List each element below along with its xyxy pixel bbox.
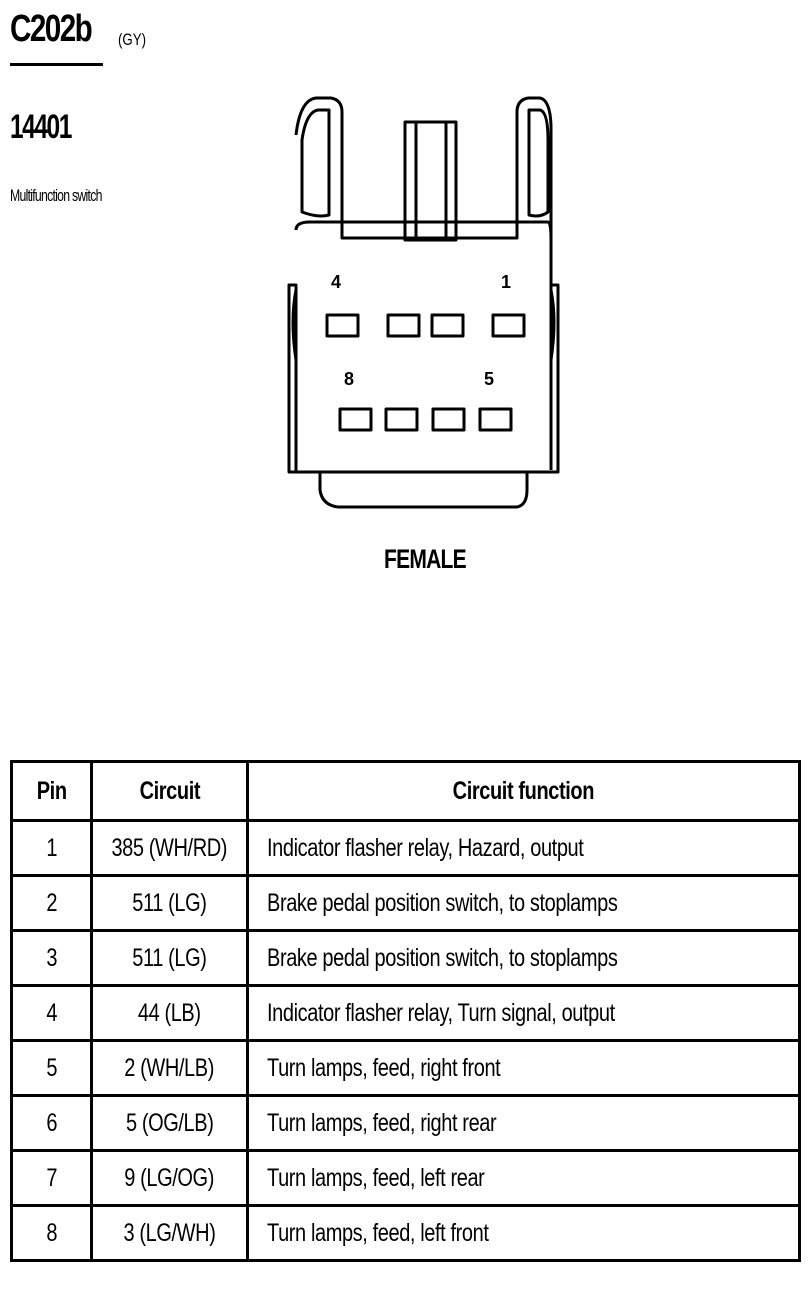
circuit-cell: 44 (LB): [90, 984, 249, 1042]
function-cell: Brake pedal position switch, to stoplamp…: [246, 874, 801, 932]
table-row: 3 511 (LG) Brake pedal position switch, …: [10, 929, 801, 987]
pin-cell: 6: [10, 1094, 93, 1152]
circuit-cell: 2 (WH/LB): [90, 1039, 249, 1097]
table-row: 4 44 (LB) Indicator flasher relay, Turn …: [10, 984, 801, 1042]
pin-cell: 5: [10, 1039, 93, 1097]
title-underline: [10, 63, 103, 66]
circuit-cell: 511 (LG): [90, 874, 249, 932]
pin-cell: 8: [10, 1204, 93, 1262]
connector-face-diagram: 4 1 8 5: [287, 96, 560, 509]
function-cell: Turn lamps, feed, left rear: [246, 1149, 801, 1207]
connector-color-code: (GY): [118, 30, 146, 49]
pin-label-bottom-right: 5: [484, 369, 494, 389]
circuit-cell: 3 (LG/WH): [90, 1204, 249, 1262]
pin-label-top-right: 1: [501, 272, 511, 292]
pin-cell: 1: [10, 819, 93, 877]
left-latch-arm: [300, 108, 331, 218]
table-row: 5 2 (WH/LB) Turn lamps, feed, right fron…: [10, 1039, 801, 1097]
function-cell: Turn lamps, feed, right front: [246, 1039, 801, 1097]
terminal-cavity-3: [386, 313, 421, 338]
circuit-cell: 385 (WH/RD): [90, 819, 249, 877]
circuit-cell: 5 (OG/LB): [90, 1094, 249, 1152]
connector-bottom-skirt: [318, 472, 529, 509]
connector-housing-outline: [287, 96, 560, 474]
part-number: 14401: [10, 108, 72, 146]
table-row: 6 5 (OG/LB) Turn lamps, feed, right rear: [10, 1094, 801, 1152]
pin-cell: 2: [10, 874, 93, 932]
header-pin: Pin: [10, 760, 93, 822]
header-circuit: Circuit: [90, 760, 249, 822]
pin-cell: 3: [10, 929, 93, 987]
circuit-cell: 511 (LG): [90, 929, 249, 987]
terminal-cavity-7: [384, 407, 419, 432]
function-cell: Indicator flasher relay, Turn signal, ou…: [246, 984, 801, 1042]
table-row: 7 9 (LG/OG) Turn lamps, feed, left rear: [10, 1149, 801, 1207]
function-cell: Turn lamps, feed, right rear: [246, 1094, 801, 1152]
table-row: 2 511 (LG) Brake pedal position switch, …: [10, 874, 801, 932]
pin-table: Pin Circuit Circuit function 1 385 (WH/R…: [10, 760, 801, 1262]
connector-face-outline: [294, 220, 553, 470]
pin-cell: 7: [10, 1149, 93, 1207]
pin-cell: 4: [10, 984, 93, 1042]
left-side-flange: [291, 289, 298, 361]
terminal-cavity-4: [325, 313, 360, 338]
header-circuit-function: Circuit function: [246, 760, 801, 822]
circuit-cell: 9 (LG/OG): [90, 1149, 249, 1207]
function-cell: Turn lamps, feed, left front: [246, 1204, 801, 1262]
terminal-cavity-5: [478, 407, 513, 432]
terminal-cavity-2: [430, 313, 465, 338]
connector-id: C202b: [10, 8, 93, 50]
table-row: 8 3 (LG/WH) Turn lamps, feed, left front: [10, 1204, 801, 1262]
pin-label-bottom-left: 8: [344, 369, 354, 389]
terminal-cavity-8: [338, 407, 373, 432]
part-name: Multifunction switch: [10, 186, 102, 205]
function-cell: Indicator flasher relay, Hazard, output: [246, 819, 801, 877]
right-side-flange: [549, 289, 556, 361]
right-latch-arm: [527, 108, 550, 218]
table-row: 1 385 (WH/RD) Indicator flasher relay, H…: [10, 819, 801, 877]
connector-gender-label: FEMALE: [384, 544, 467, 574]
function-cell: Brake pedal position switch, to stoplamp…: [246, 929, 801, 987]
terminal-cavity-6: [431, 407, 466, 432]
terminal-cavity-1: [491, 313, 526, 338]
center-lock-tab-inner: [414, 120, 448, 242]
pin-table-header-row: Pin Circuit Circuit function: [10, 760, 801, 822]
pin-label-top-left: 4: [331, 272, 341, 292]
